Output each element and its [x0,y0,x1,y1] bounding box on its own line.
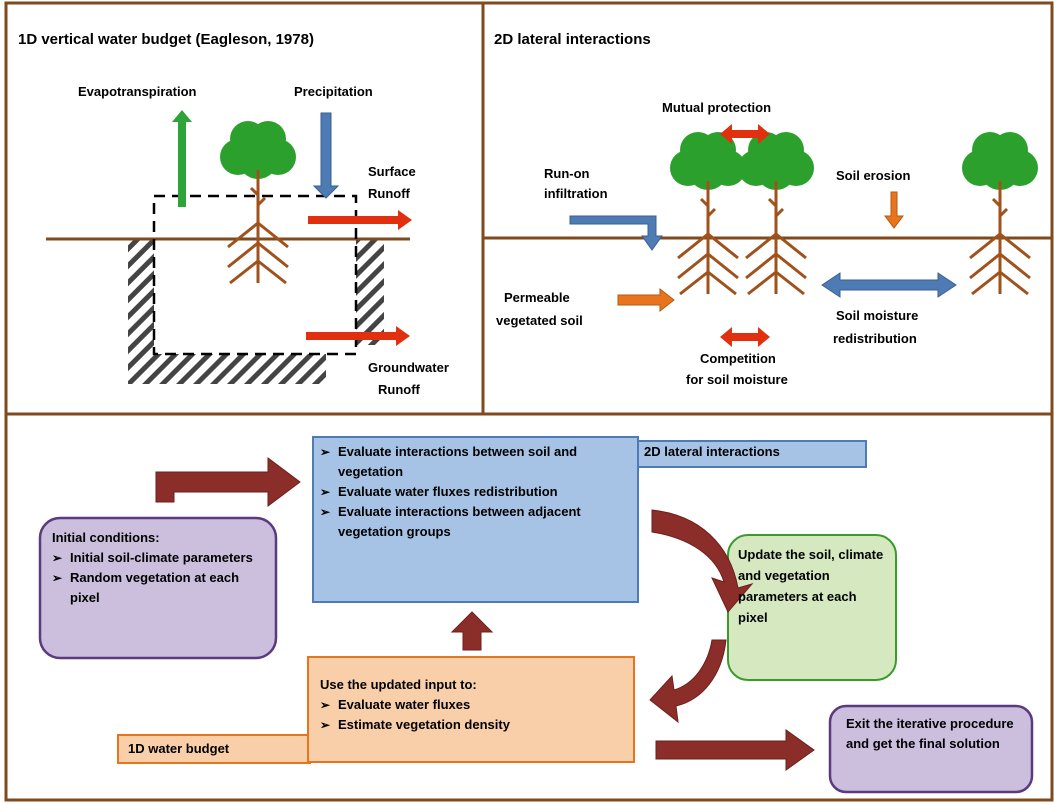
start-arrow-shape [155,457,301,507]
soil-erosion-label: Soil erosion [836,168,910,183]
competition-arrow [720,327,770,347]
list-item: Evaluate interactions between adjacent v… [320,502,632,542]
water-budget-heading: Use the updated input to: [320,677,477,692]
precipitation-label: Precipitation [294,84,373,99]
tree-icon [960,130,1040,296]
lateral-process-text: Evaluate interactions between soil and v… [320,442,632,542]
tree-icon [668,130,748,296]
curved-arrow-left [649,639,727,724]
soil-hatch [128,240,326,384]
run-on-label-2: infiltration [544,186,608,201]
mutual-protection-label: Mutual protection [662,100,771,115]
competition-label-2: for soil moisture [686,372,788,387]
tree-icon [736,130,816,296]
soil-erosion-arrow [884,191,904,229]
permeable-label-2: vegetated soil [496,313,583,328]
run-on-arrow [569,215,663,251]
soil-hatch-right [356,240,384,345]
redistribution-label-1: Soil moisture [836,308,918,323]
exit-box [828,704,1034,794]
evapotranspiration-arrow [172,110,192,207]
control-volume [152,194,358,356]
list-item: Evaluate water fluxes [320,695,620,715]
update-parameters-text: Update the soil, climate and vegetation … [738,547,884,625]
permeable-label-1: Permeable [504,290,570,305]
exit-text: Exit the iterative procedure and get the… [846,716,1014,751]
vertical-budget-panel: 1D vertical water budget (Eagleson, 1978… [18,31,449,397]
lateral-interactions-panel: 2D lateral interactions Mutual protectio… [483,31,1052,387]
panel-frames [4,1,1054,802]
list-item: Estimate vegetation density [320,715,620,735]
run-on-label-1: Run-on [544,166,590,181]
list-item: Random vegetation at each pixel [52,568,266,608]
evapotranspiration-label: Evapotranspiration [78,84,197,99]
competition-label-1: Competition [700,351,776,366]
surface-runoff-label-1: Surface [368,164,416,179]
mutual-protection-arrow [720,124,770,144]
initial-conditions-heading: Initial conditions: [52,530,160,545]
exit-arrow [655,729,815,771]
surface-runoff-label-2: Runoff [368,186,411,201]
lateral-tag-box [635,440,867,468]
redistribution-arrow [821,272,957,298]
vertical-panel-title: 1D vertical water budget (Eagleson, 1978… [18,31,314,48]
list-item: Evaluate water fluxes redistribution [320,482,632,502]
surface-runoff-arrow [308,210,412,230]
water-tag-label: 1D water budget [128,741,230,756]
permeable-soil-arrow [617,287,675,313]
curved-arrow-right [651,509,754,613]
precipitation-arrow [312,112,340,199]
groundwater-runoff-arrow [306,326,410,346]
lateral-panel-title: 2D lateral interactions [494,31,651,48]
initial-conditions-text: Initial conditions: Initial soil-climate… [52,528,266,608]
water-tag-box [117,734,311,764]
list-item: Evaluate interactions between soil and v… [320,442,632,482]
lateral-tag-label: 2D lateral interactions [644,444,780,459]
water-budget-text: Use the updated input to: Evaluate water… [320,675,620,735]
list-item: Initial soil-climate parameters [52,548,266,568]
groundwater-runoff-label-1: Groundwater [368,360,449,375]
groundwater-runoff-label-2: Runoff [378,382,421,397]
up-arrow [450,611,494,651]
tree-icon [218,119,298,285]
redistribution-label-2: redistribution [833,331,917,346]
